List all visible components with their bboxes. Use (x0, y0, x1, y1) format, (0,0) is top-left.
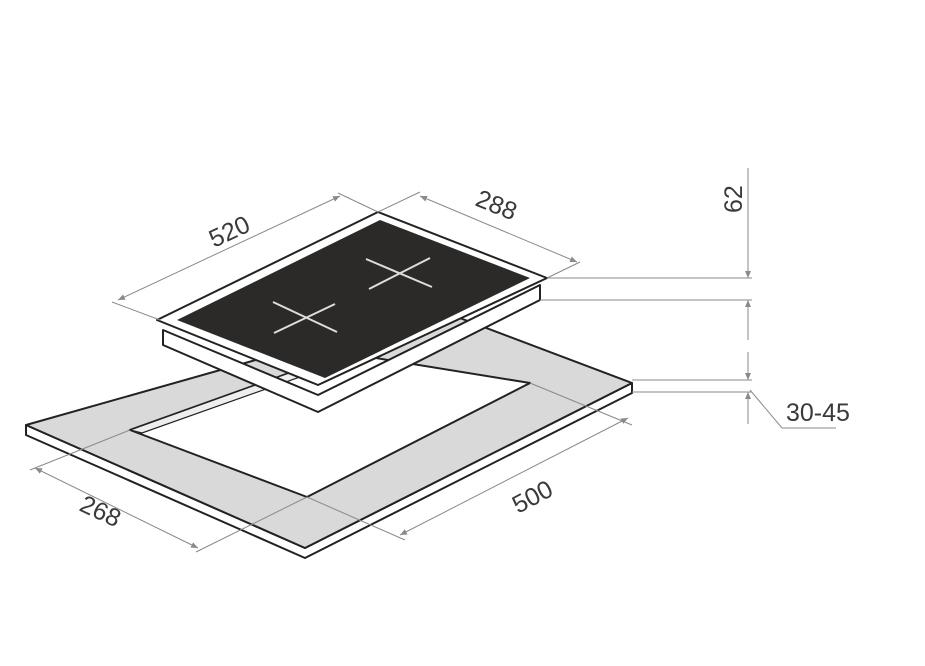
dimension-label-268: 268 (75, 490, 125, 533)
dimension-label-520: 520 (205, 210, 255, 253)
burner-rear-icon (365, 257, 433, 290)
dimension-30-45: 30-45 (632, 352, 850, 429)
dimension-label-30-45: 30-45 (786, 399, 850, 427)
dimension-label-288: 288 (472, 185, 521, 227)
dimension-label-62: 62 (720, 185, 748, 213)
dimension-62: 62 (540, 168, 752, 340)
dimension-label-500: 500 (508, 475, 558, 519)
burner-front-icon (272, 301, 338, 334)
